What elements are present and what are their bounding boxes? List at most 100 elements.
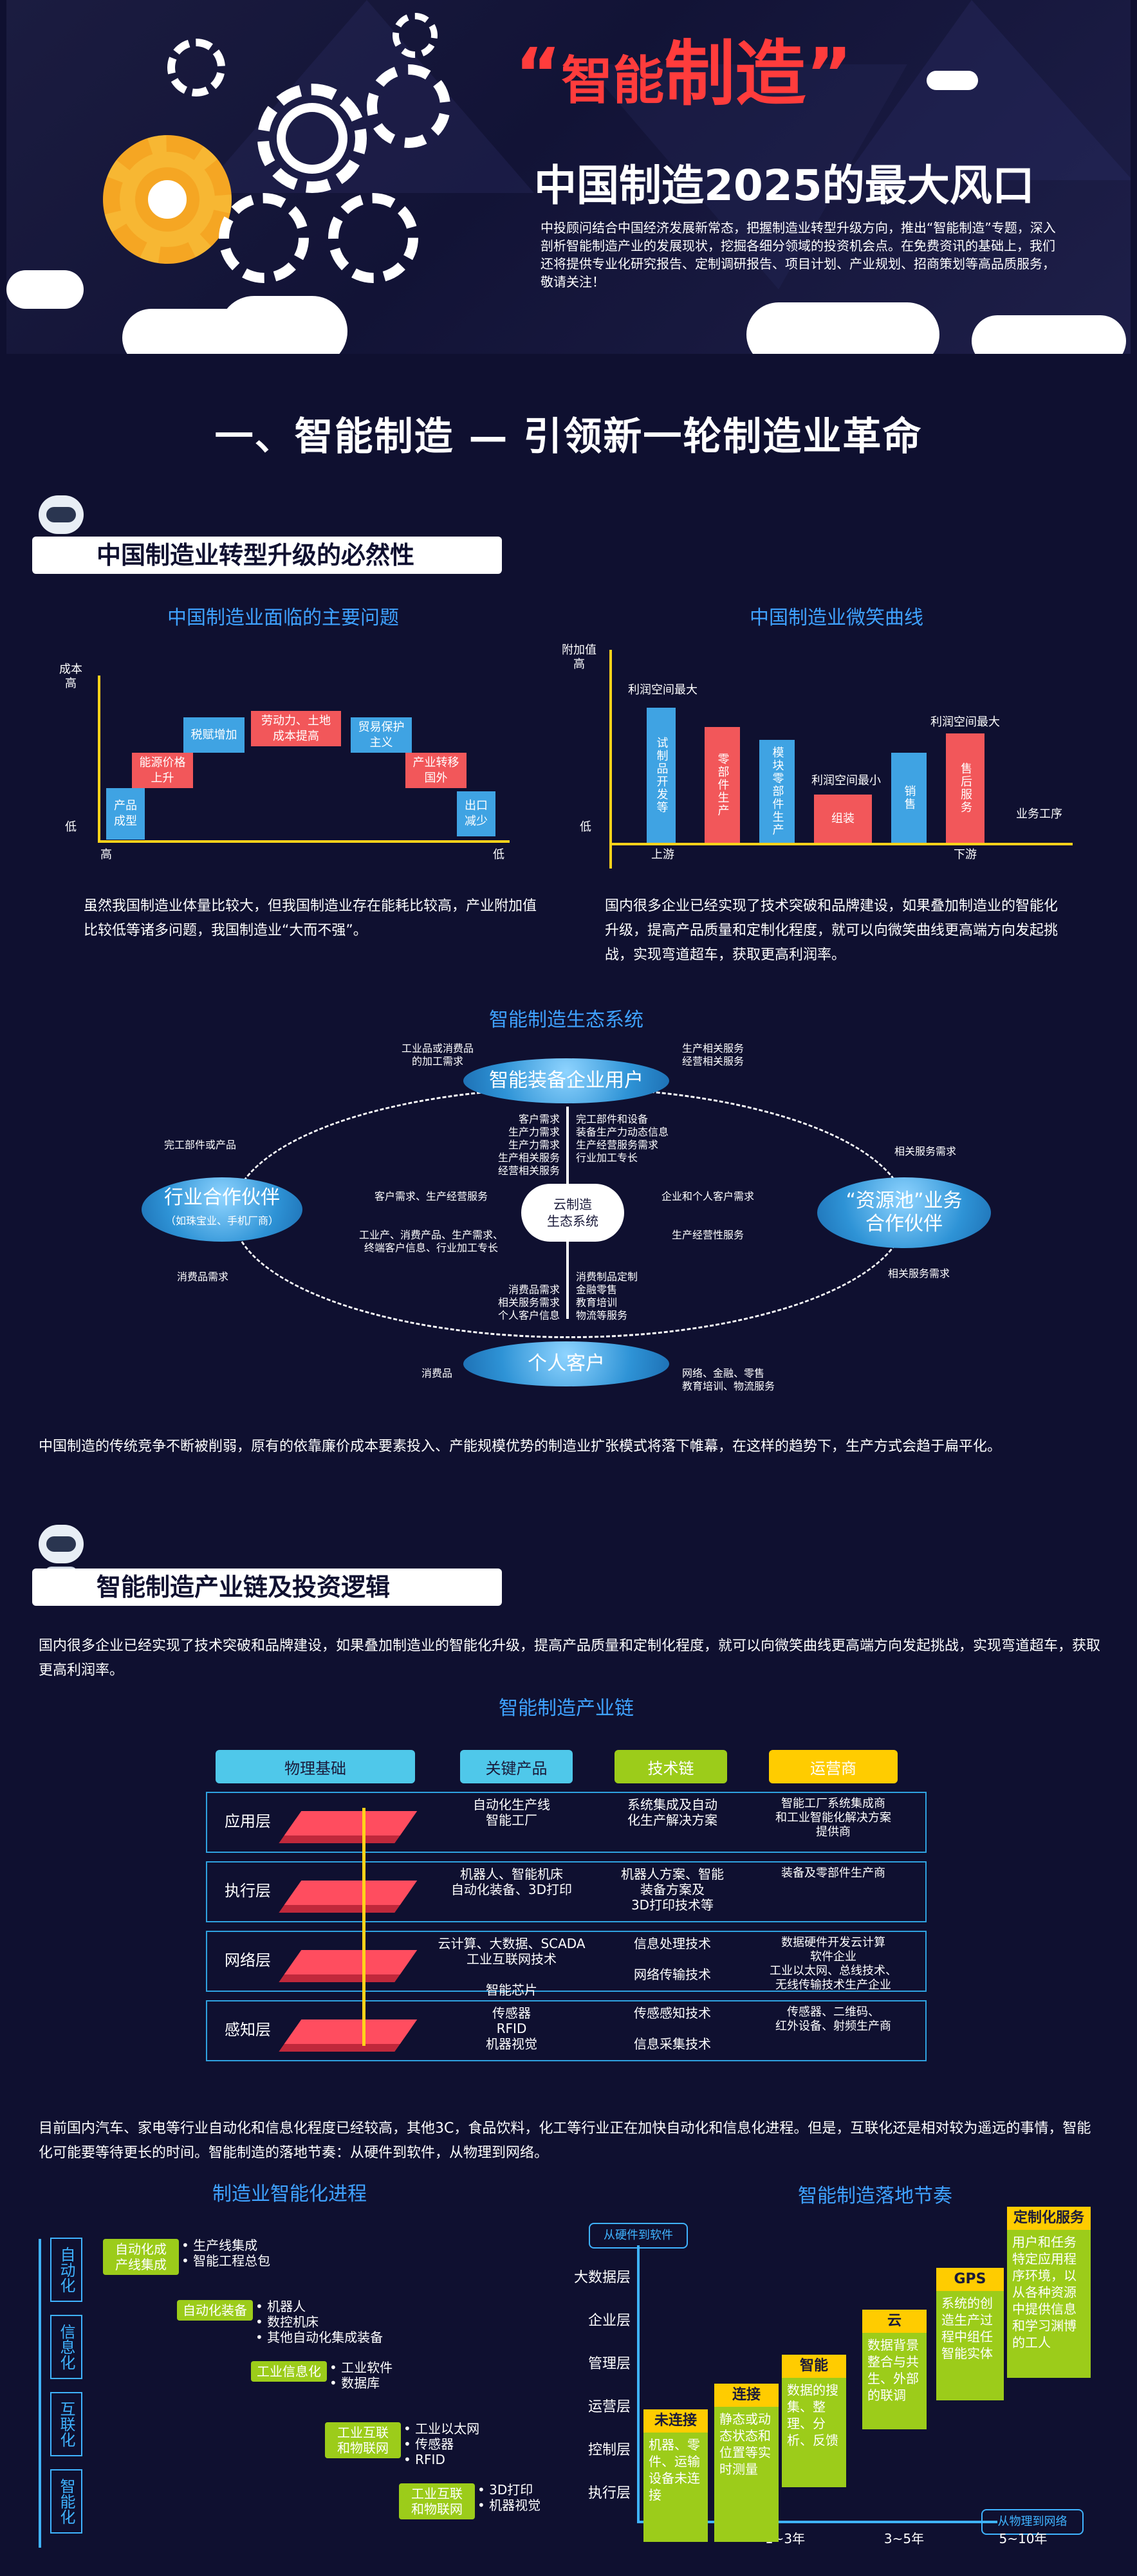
problem-box: 出口 减少 [457,791,495,836]
chain-header: 物理基础 [216,1750,415,1783]
progress-step-tag: 自动化装备 [177,2300,253,2321]
progress-step-items: • 机器人 • 数控机床 • 其他自动化集成装备 [255,2299,384,2345]
paragraph-chain-intro: 国内很多企业已经实现了技术突破和品牌建设，如果叠加制造业的智能化升级，提高产品质… [39,1638,1101,1679]
chain-slab-icon [284,2019,418,2044]
chain-slab-icon [284,1811,418,1835]
chain-key-product: 传感器 RFID 机器视觉 [486,2005,537,2052]
problem-box: 能源价格 上升 [132,753,193,788]
paragraph-right: 国内很多企业已经实现了技术突破和品牌建设，如果叠加制造业的智能化升级，提高产品质… [605,898,1058,963]
chain-layer-row [206,2000,927,2061]
chart-left-y-bottom: 低 [65,820,77,834]
eco-text: 生产经营性服务 [671,1229,744,1241]
rhythm-layer-label: 大数据层 [573,2270,631,2286]
rhythm-layer-label: 企业层 [587,2313,631,2329]
eco-text: 消费制品定制 金融零售 教育培训 物流等服务 [576,1271,638,1321]
rhythm-y-axis [637,2245,640,2522]
eco-node-bottom: 个人客户 [463,1341,669,1386]
chain-tech: 系统集成及自动 化生产解决方案 [627,1797,717,1828]
chain-header: 运营商 [769,1750,898,1783]
progress-stage: 信息化 [50,2315,82,2379]
curve-bar: 零部件生产 [705,727,740,843]
problem-box: 产业转移 国外 [405,753,467,788]
curve-bar-label: 模块零部件生产 [770,746,784,836]
chain-layer-name: 应用层 [225,1812,271,1830]
hero-title: “智能制造” [515,33,853,115]
chart-left-x-right: 低 [493,848,504,861]
chart-right-x-label: 业务工序 [1016,807,1062,821]
progress-step-tag: 工业信息化 [251,2361,327,2382]
chart-right-title: 中国制造业微笑曲线 [750,607,923,629]
chain-tech: 信息处理技术 网络传输技术 [634,1936,711,1982]
chart-right-x-axis [609,843,1073,845]
cloud-icon [972,315,1126,354]
chart-left-title: 中国制造业面临的主要问题 [167,607,399,629]
chart-left-x-axis [98,840,510,843]
eco-text: 消费品需求 相关服务需求 个人客户信息 [497,1283,560,1321]
chain-operator: 传感器、二维码、 红外设备、射频生产商 [775,2005,891,2033]
rhythm-step-tag: 定制化服务 [1007,2207,1091,2230]
problem-box: 劳动力、土地 成本提高 [251,711,341,746]
progress-axis [39,2239,41,2548]
rhythm-step-tag: 未连接 [643,2409,708,2433]
curve-bar-label: 试制品开发等 [654,737,669,814]
eco-text: 生产相关服务 经营相关服务 [682,1042,744,1067]
chart-right-note-left: 利润空间最大 [628,683,698,697]
progress-step-tag: 工业互联 和物联网 [325,2422,401,2458]
rhythm-bottom-tag: 从物理到网络 [981,2509,1084,2535]
chain-tech: 机器人方案、智能 装备方案及 3D打印技术等 [621,1866,724,1913]
rhythm-step-tag: 智能 [782,2355,846,2378]
paragraph-eco: 中国制造的传统竞争不断被削弱，原有的依靠廉价成本要素投入、产能规模优势的制造业扩… [39,1439,1002,1455]
rhythm-layer-label: 控制层 [587,2442,631,2458]
rhythm-step-body: 数据背景整合与共生、外部的联调 [862,2333,927,2429]
progress-step-tag: 自动化成 产线集成 [103,2239,179,2275]
chain-layer-row [206,1931,927,1992]
eco-title: 智能制造生态系统 [489,1009,643,1031]
eco-node-left: 行业合作伙伴 （如珠宝业、手机厂商） [142,1177,302,1242]
rhythm-step-tag: 连接 [714,2384,779,2407]
problem-box: 贸易保护 主义 [351,717,412,753]
chart-right-y-axis [609,650,612,869]
cloud-icon [6,270,84,309]
chart-left-y-axis [98,676,100,843]
progress-step-items: • 生产线集成 • 智能工程总包 [181,2238,271,2268]
progress-step-items: • 工业以太网 • 传感器 • RFID [403,2421,480,2467]
progress-title: 制造业智能化进程 [212,2183,367,2205]
chain-layer-name: 执行层 [225,1882,271,1900]
chain-layer-row [206,1861,927,1922]
eco-text: 消费品 [421,1367,453,1379]
chain-operator: 数据硬件开发云计算 软件企业 工业以太网、总线技术、 无线传输技术生产企业 [770,1936,897,1992]
rhythm-step-body: 机器、零件、运输设备未连接 [643,2433,708,2542]
progress-step-items: • 3D打印 • 机器视觉 [477,2482,541,2513]
chain-key-product: 自动化生产线 智能工厂 [473,1797,550,1828]
chart-left-y-top: 成本 高 [59,663,82,690]
rhythm-x-axis [637,2521,997,2523]
rhythm-step-body: 用户和任务特定应用程序环境，以从各种资源中提供信息和学习渊博的工人 [1007,2230,1091,2378]
hero-intro: 中投顾问结合中国经济发展新常态，把握制造业转型升级方向，推出“智能制造”专题，深… [541,220,1056,290]
chain-header: 关键产品 [460,1750,573,1783]
cloud-icon [746,302,939,354]
curve-bar-label: 零部件生产 [716,753,730,817]
chain-slab-icon [284,1950,418,1974]
cloud-icon [219,296,347,354]
eco-node-top: 智能装备企业用户 [463,1058,669,1103]
hero-subtitle: 中国制造2025的最大风口 [534,161,1035,210]
rhythm-layer-label: 执行层 [587,2485,631,2501]
chain-vertical-arrow [362,1808,365,2046]
section-title: 一、智能制造 — 引领新一轮制造业革命 [214,414,923,459]
eco-text: 工业品或消费品 的加工需求 [401,1042,474,1067]
chain-operator: 装备及零部件生产商 [781,1866,885,1880]
hero-banner: “智能制造” 中国制造2025的最大风口 中投顾问结合中国经济发展新常态，把握制… [6,0,1131,354]
eco-text: 完工部件和设备 装备生产力动态信息 生产经营服务需求 行业加工专长 [576,1113,669,1164]
paragraph-chain: 目前国内汽车、家电等行业自动化和信息化程度已经较高，其他3C，食品饮料，化工等行… [39,2121,1091,2161]
eco-text: 相关服务需求 [894,1145,957,1157]
chain-title: 智能制造产业链 [499,1697,634,1720]
rhythm-step-tag: 云 [862,2310,927,2333]
chain-layer-row [206,1792,927,1853]
chart-left-x-left: 高 [100,848,112,861]
chart-right-x-right: 下游 [954,848,977,861]
chain-header: 技术链 [615,1750,727,1783]
chain-layer-name: 网络层 [225,1951,271,1969]
chart-right-y-label: 附加值 高 [562,643,596,671]
eco-text: 企业和个人客户需求 [661,1190,754,1202]
rhythm-step-body: 系统的创造生产过程中组任智能实体 [936,2291,1004,2400]
